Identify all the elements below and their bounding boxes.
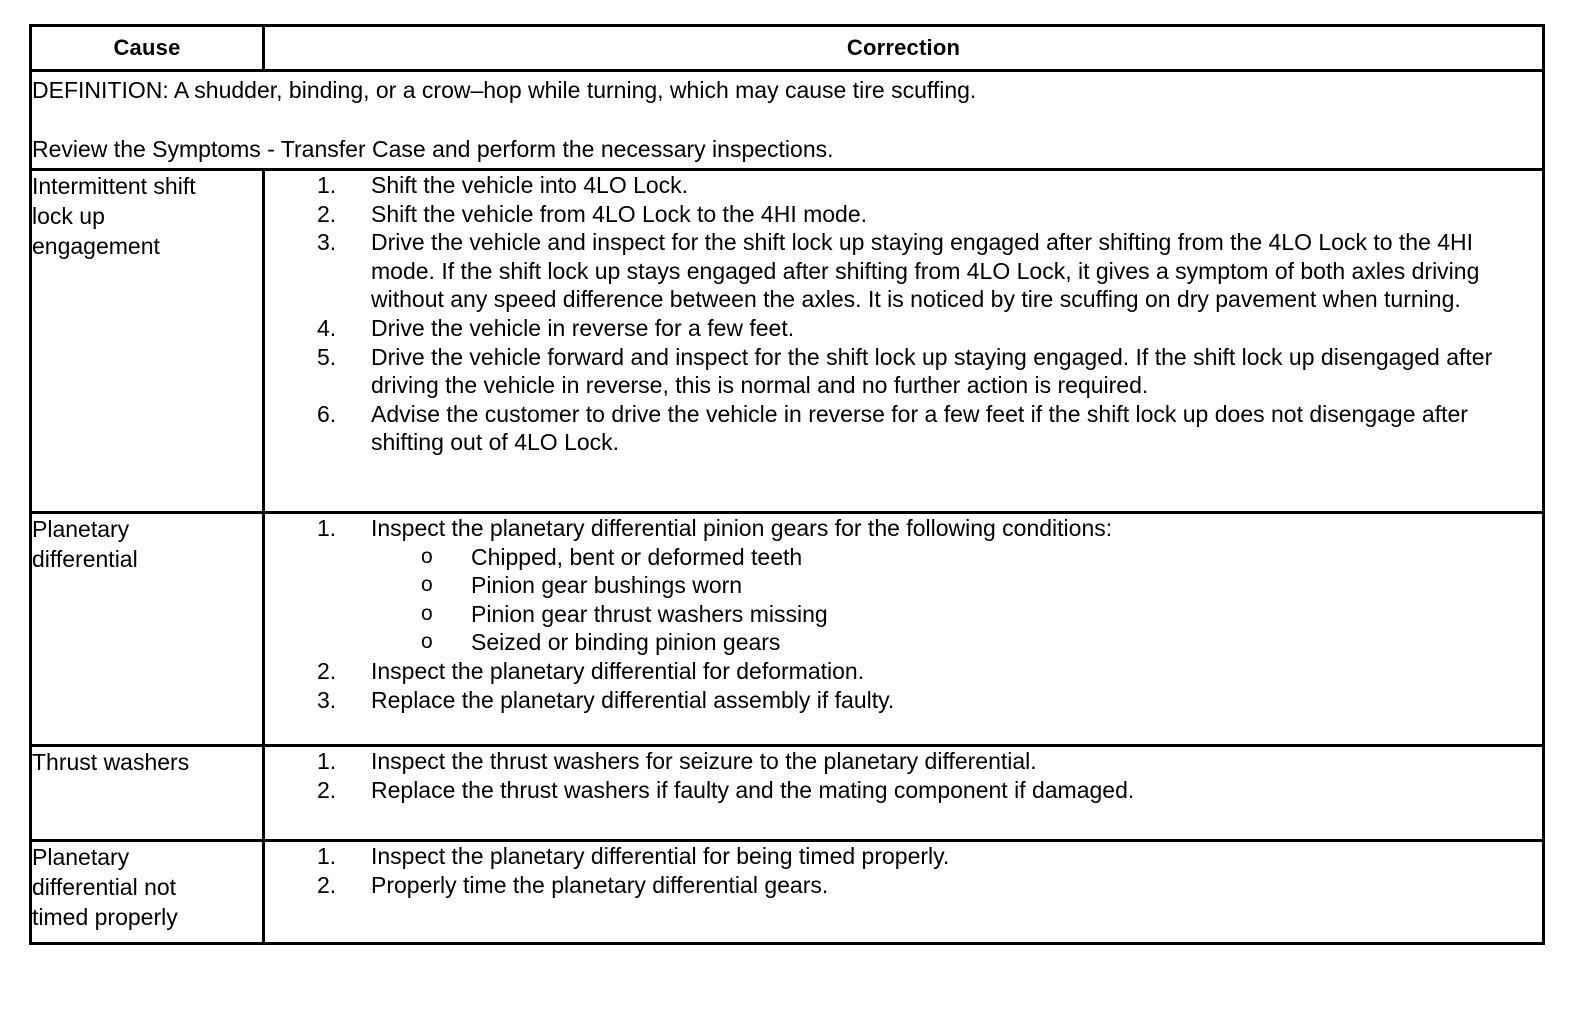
list-item: 1. Inspect the thrust washers for seizur… (265, 747, 1542, 776)
list-item: 1. Inspect the planetary differential pi… (265, 514, 1542, 657)
circle-bullet-icon: o (421, 630, 433, 654)
step-number: 1. (317, 843, 337, 869)
list-item: 2. Properly time the planetary different… (265, 871, 1542, 900)
correction-step-list: 1. Shift the vehicle into 4LO Lock. 2. S… (265, 171, 1542, 457)
circle-bullet-icon: o (421, 601, 433, 625)
step-text: Drive the vehicle and inspect for the sh… (371, 229, 1480, 313)
step-text: Properly time the planetary differential… (371, 871, 829, 898)
step-text: Shift the vehicle into 4LO Lock. (371, 172, 689, 198)
column-header-correction: Correction (262, 24, 1545, 72)
cause-line: Planetary (32, 844, 130, 870)
cause-cell: Thrust washers (29, 744, 265, 842)
sub-bullet-text: Chipped, bent or deformed teeth (471, 543, 803, 570)
list-item: o Chipped, bent or deformed teeth (371, 543, 1542, 572)
definition-cell: DEFINITION: A shudder, binding, or a cro… (29, 69, 1545, 171)
cause-line: engagement (32, 233, 160, 259)
step-number: 1. (317, 172, 337, 198)
step-number: 2. (317, 776, 337, 803)
step-text: Inspect the planetary differential for b… (371, 843, 950, 869)
definition-line-2: Review the Symptoms - Transfer Case and … (32, 136, 834, 162)
cause-line: Intermittent shift (32, 173, 196, 199)
list-item: 2. Inspect the planetary differential fo… (265, 657, 1542, 686)
step-number: 2. (317, 657, 337, 684)
list-item: 1. Inspect the planetary differential fo… (265, 842, 1542, 871)
correction-cell: 1. Inspect the planetary differential pi… (262, 511, 1545, 747)
circle-bullet-icon: o (421, 573, 433, 597)
step-number: 2. (317, 871, 337, 898)
sub-bullet-text: Pinion gear thrust washers missing (471, 600, 828, 627)
cause-cell: Planetary differential not timed properl… (29, 839, 265, 945)
table-row: Thrust washers 1. Inspect the thrust was… (29, 744, 1545, 842)
definition-spacer (32, 109, 1542, 131)
step-text: Replace the planetary differential assem… (371, 686, 895, 713)
step-text: Inspect the planetary differential for d… (371, 657, 865, 684)
diagnostic-table: Cause Correction DEFINITION: A shudder, … (29, 24, 1545, 945)
list-item: 3. Drive the vehicle and inspect for the… (265, 228, 1542, 314)
step-text: Drive the vehicle in reverse for a few f… (371, 314, 795, 341)
step-number: 1. (317, 748, 337, 774)
cause-line: Thrust washers (32, 749, 190, 775)
step-number: 1. (317, 515, 337, 541)
list-item: 1. Shift the vehicle into 4LO Lock. (265, 171, 1542, 200)
step-text: Replace the thrust washers if faulty and… (371, 776, 1135, 803)
list-item: 4. Drive the vehicle in reverse for a fe… (265, 314, 1542, 343)
cause-line: differential not (32, 874, 177, 900)
correction-cell: 1. Inspect the thrust washers for seizur… (262, 744, 1545, 842)
correction-step-list: 1. Inspect the planetary differential pi… (265, 514, 1542, 714)
list-item: o Seized or binding pinion gears (371, 628, 1542, 657)
step-text: Drive the vehicle forward and inspect fo… (371, 343, 1493, 399)
table-row: Planetary differential not timed properl… (29, 839, 1545, 945)
column-header-cause: Cause (29, 24, 265, 72)
table-row: Planetary differential 1. Inspect the pl… (29, 511, 1545, 747)
cause-cell: Planetary differential (29, 511, 265, 747)
cause-line: Planetary (32, 516, 130, 542)
step-number: 4. (317, 314, 337, 341)
list-item: 2. Replace the thrust washers if faulty … (265, 776, 1542, 805)
header-row: Cause Correction (29, 24, 1545, 72)
list-item: o Pinion gear thrust washers missing (371, 600, 1542, 629)
correction-cell: 1. Shift the vehicle into 4LO Lock. 2. S… (262, 168, 1545, 514)
definition-line-1: DEFINITION: A shudder, binding, or a cro… (32, 77, 977, 103)
step-number: 3. (317, 229, 337, 256)
cause-cell: Intermittent shift lock up engagement (29, 168, 265, 514)
sub-bullet-list: o Chipped, bent or deformed teeth o Pini… (371, 543, 1542, 657)
correction-step-list: 1. Inspect the planetary differential fo… (265, 842, 1542, 899)
step-number: 3. (317, 686, 337, 713)
correction-step-list: 1. Inspect the thrust washers for seizur… (265, 747, 1542, 804)
table-row: Intermittent shift lock up engagement 1.… (29, 168, 1545, 514)
list-item: 2. Shift the vehicle from 4LO Lock to th… (265, 200, 1542, 229)
step-number: 2. (317, 200, 337, 227)
table-header: Cause Correction (29, 24, 1545, 72)
circle-bullet-icon: o (421, 544, 433, 568)
table-body: DEFINITION: A shudder, binding, or a cro… (29, 69, 1545, 945)
step-number: 5. (317, 343, 337, 370)
cause-line: timed properly (32, 904, 178, 930)
cause-line: differential (32, 546, 138, 572)
sub-bullet-text: Seized or binding pinion gears (471, 629, 781, 656)
step-number: 6. (317, 400, 337, 427)
list-item: 6. Advise the customer to drive the vehi… (265, 400, 1542, 457)
sub-bullet-text: Pinion gear bushings worn (471, 572, 743, 599)
list-item: o Pinion gear bushings worn (371, 571, 1542, 600)
list-item: 5. Drive the vehicle forward and inspect… (265, 343, 1542, 400)
step-text: Inspect the planetary differential pinio… (371, 515, 1113, 541)
step-text: Shift the vehicle from 4LO Lock to the 4… (371, 200, 868, 227)
step-text: Inspect the thrust washers for seizure t… (371, 748, 1037, 774)
step-text: Advise the customer to drive the vehicle… (371, 400, 1468, 456)
cause-line: lock up (32, 203, 105, 229)
list-item: 3. Replace the planetary differential as… (265, 686, 1542, 715)
correction-cell: 1. Inspect the planetary differential fo… (262, 839, 1545, 945)
definition-row: DEFINITION: A shudder, binding, or a cro… (29, 69, 1545, 171)
